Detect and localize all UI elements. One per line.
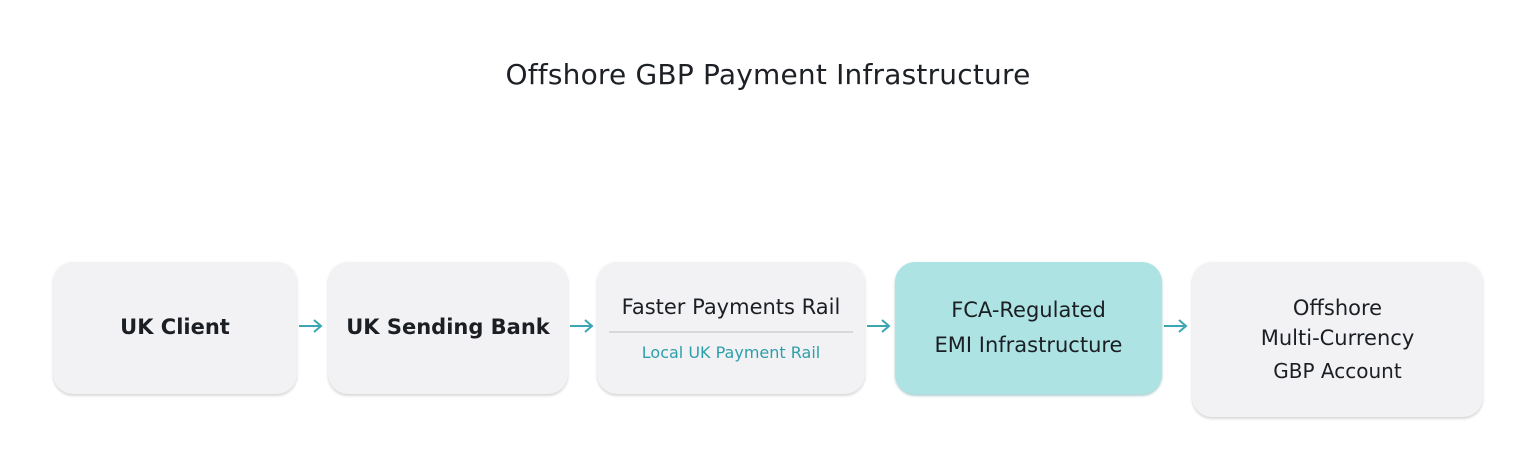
arrow-right-icon bbox=[1164, 319, 1188, 333]
node-uk-sending-bank: UK Sending Bank bbox=[328, 262, 568, 394]
node-label: UK Sending Bank bbox=[346, 315, 550, 340]
arrow-right-icon bbox=[570, 319, 594, 333]
node-faster-payments-rail: Faster Payments Rail Local UK Payment Ra… bbox=[597, 262, 865, 394]
node-offshore-gbp-account: Offshore Multi-Currency GBP Account bbox=[1192, 262, 1483, 417]
node-label-line1: Offshore bbox=[1292, 296, 1383, 321]
node-label-line1: FCA-Regulated bbox=[951, 297, 1106, 322]
node-uk-client: UK Client bbox=[53, 262, 297, 394]
node-label: Faster Payments Rail bbox=[621, 294, 841, 319]
arrow-right-icon bbox=[867, 319, 891, 333]
node-fca-emi-infrastructure: FCA-Regulated EMI Infrastructure bbox=[895, 262, 1162, 394]
node-divider bbox=[609, 331, 853, 334]
node-sublabel: Local UK Payment Rail bbox=[641, 343, 821, 363]
node-label-line3: GBP Account bbox=[1273, 358, 1402, 383]
node-label: UK Client bbox=[120, 315, 230, 340]
diagram-title: Offshore GBP Payment Infrastructure bbox=[505, 58, 1031, 91]
node-label-line2: EMI Infrastructure bbox=[934, 333, 1123, 357]
arrow-right-icon bbox=[299, 319, 323, 333]
node-label-line2: Multi-Currency bbox=[1260, 325, 1415, 350]
